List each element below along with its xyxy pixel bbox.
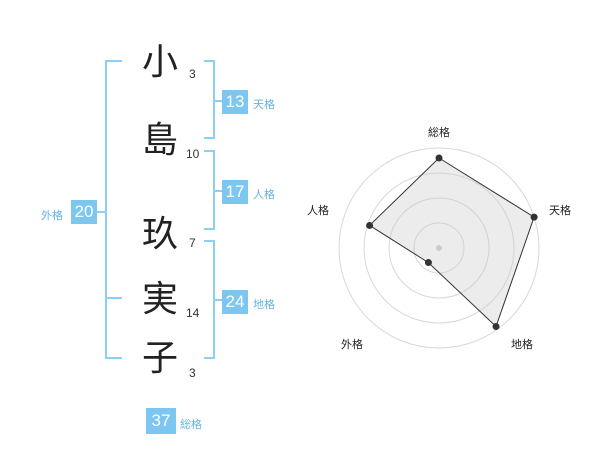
radar-ring <box>338 147 540 349</box>
stroke-count-4: 14 <box>186 306 200 320</box>
gaikaku-value: 20 <box>71 200 97 224</box>
radar-point <box>424 259 432 267</box>
name-char-1: 小 <box>142 42 179 83</box>
radar-label-chikaku: 地格 <box>511 338 533 351</box>
name-char-4: 実 <box>142 279 179 320</box>
name-char-2: 島 <box>142 120 179 161</box>
stroke-count-5: 3 <box>189 366 196 380</box>
radar-polygon <box>368 157 535 328</box>
stroke-count-1: 3 <box>189 67 196 81</box>
radar-point <box>435 154 443 162</box>
chikaku-value: 24 <box>222 290 248 314</box>
name-char-5: 子 <box>142 338 179 379</box>
tenkaku-value: 13 <box>222 90 248 114</box>
radar-point <box>530 213 538 221</box>
chikaku-label: 地格 <box>253 298 275 311</box>
stroke-count-3: 7 <box>189 236 196 250</box>
gaikaku-label: 外格 <box>41 209 63 222</box>
soukaku-label: 総格 <box>180 418 202 431</box>
radar-label-jinkaku: 人格 <box>307 204 329 217</box>
radar-point <box>492 322 500 330</box>
radar-point <box>366 221 374 229</box>
tenkaku-label: 天格 <box>253 98 275 111</box>
radar-label-gaikaku: 外格 <box>341 338 363 351</box>
radar-ring <box>363 172 515 324</box>
radar-center-dot <box>436 245 442 251</box>
radar-label-soukaku: 総格 <box>428 126 450 139</box>
stroke-count-2: 10 <box>186 147 200 161</box>
soukaku-value: 37 <box>146 408 176 434</box>
name-char-3: 玖 <box>142 214 179 255</box>
jinkaku-label: 人格 <box>253 188 275 201</box>
jinkaku-value: 17 <box>222 180 248 204</box>
radar-ring <box>388 197 490 299</box>
radar-label-tenkaku: 天格 <box>549 204 571 217</box>
